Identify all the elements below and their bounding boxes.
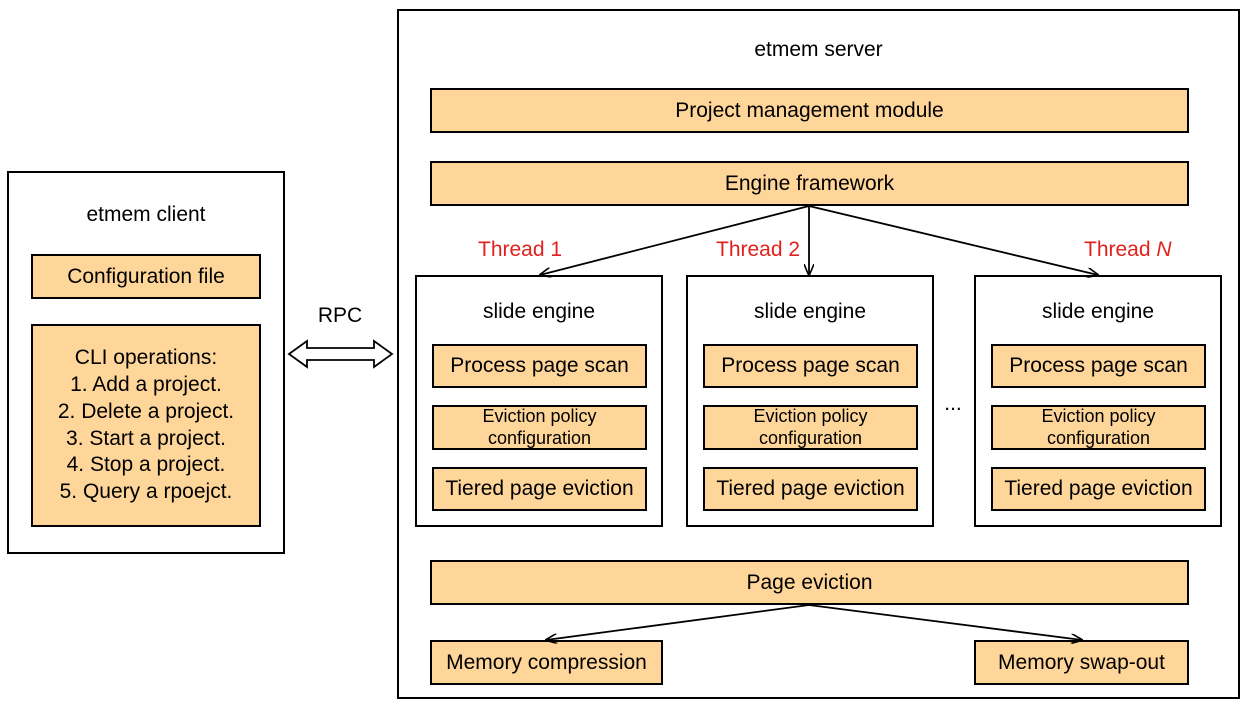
cli-operation: 1. Add a project. [70, 372, 222, 396]
cli-title: CLI operations: [74, 345, 218, 369]
client-title: etmem client [86, 203, 206, 226]
thread-n-label: Thread N [1084, 238, 1172, 261]
configuration-file-box: Configuration file [31, 254, 261, 299]
cli-operation: 5. Query a rpoejct. [59, 480, 233, 504]
memory-swap-out-box: Memory swap-out [974, 640, 1189, 685]
arrow-to-engine-n [808, 205, 1098, 275]
process-page-scan-box: Process page scan [432, 344, 647, 388]
project-management-module-box: Project management module [430, 88, 1189, 133]
slide-engine-title: slide engine [482, 300, 596, 323]
tiered-page-eviction-box: Tiered page eviction [432, 467, 647, 511]
process-page-scan-box: Process page scan [991, 344, 1206, 388]
cli-operation: 3. Start a project. [66, 426, 226, 450]
thread-1-label: Thread 1 [478, 238, 563, 261]
arrow-to-engine-1 [540, 205, 810, 275]
rpc-double-arrow [287, 339, 394, 369]
arrow-to-memory-compression [546, 604, 810, 640]
process-page-scan-box: Process page scan [703, 344, 918, 388]
arrow-to-memory-swap-out [808, 604, 1082, 640]
tiered-page-eviction-box: Tiered page eviction [991, 467, 1206, 511]
slide-engine-title: slide engine [753, 300, 867, 323]
cli-operation: 4. Stop a project. [66, 453, 226, 477]
page-eviction-box: Page eviction [430, 560, 1189, 605]
server-title: etmem server [754, 38, 883, 61]
slide-engine-title: slide engine [1041, 300, 1155, 323]
rpc-label: RPC [317, 304, 363, 327]
engine-framework-box: Engine framework [430, 161, 1189, 206]
cli-operation: 2. Delete a project. [57, 399, 235, 423]
ellipsis: ... [944, 392, 962, 415]
tiered-page-eviction-box: Tiered page eviction [703, 467, 918, 511]
cli-operations-box: CLI operations: 1. Add a project. 2. Del… [31, 324, 261, 527]
thread-2-label: Thread 2 [716, 238, 801, 261]
